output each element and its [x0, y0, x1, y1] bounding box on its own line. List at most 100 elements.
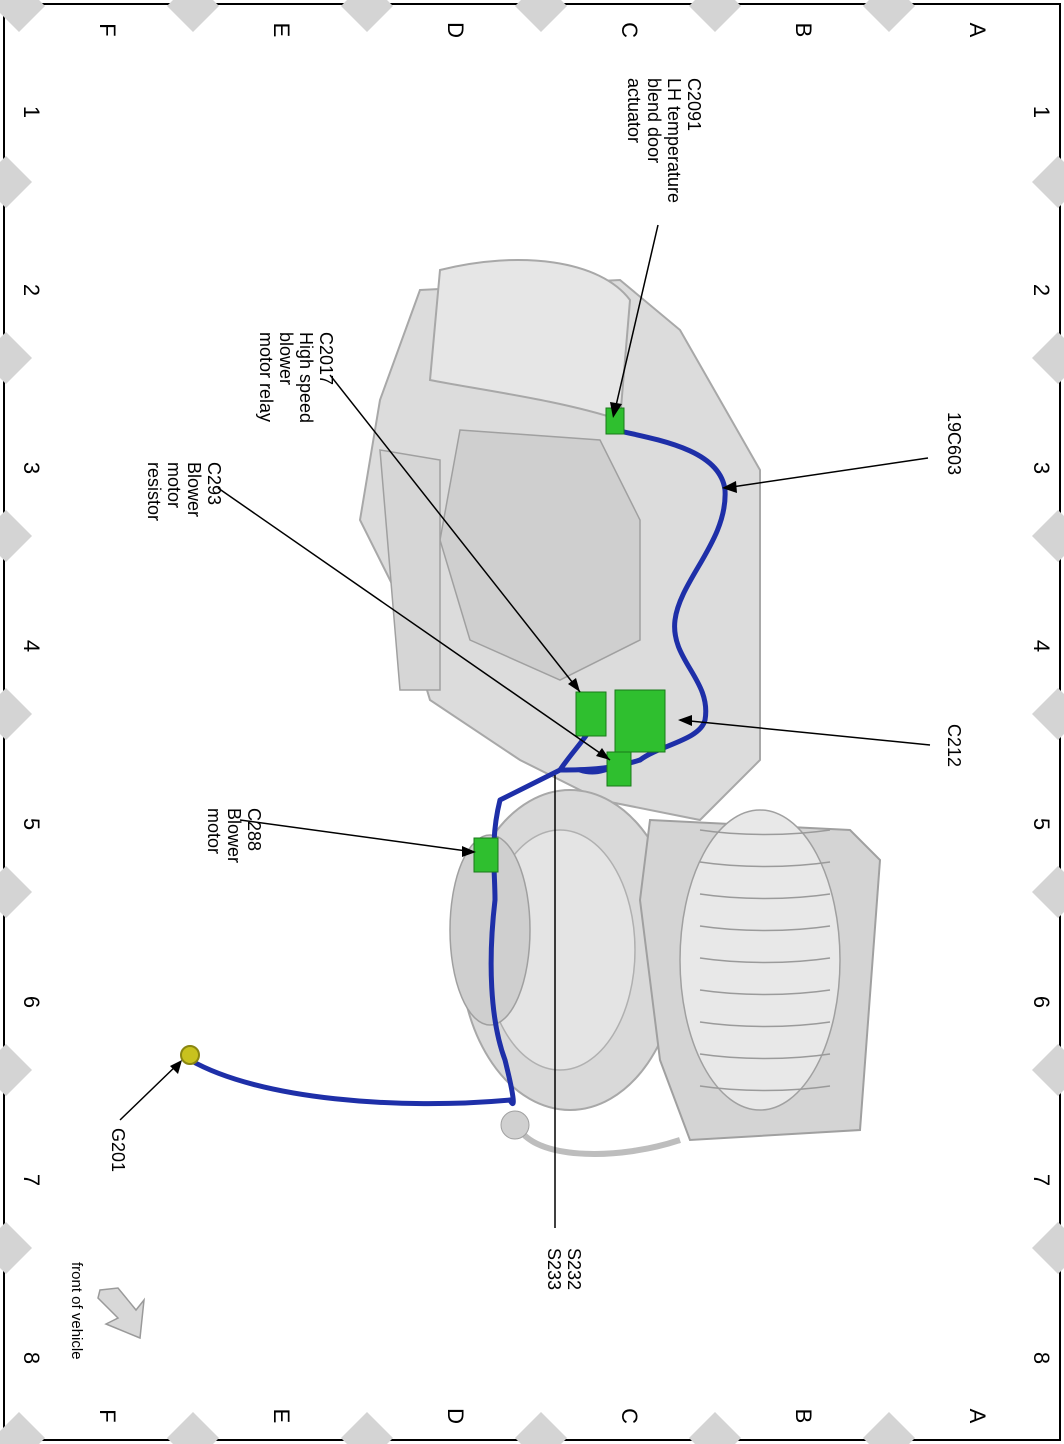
border-diamond-right-3 — [1032, 688, 1064, 740]
front-arrow-icon — [97, 1287, 146, 1340]
border-diamond-bottom-5 — [0, 1412, 45, 1444]
grid-number-left-6: 6 — [19, 996, 44, 1008]
drain-grommet — [500, 1110, 530, 1140]
connector-c293 — [606, 751, 632, 787]
grid-letter-top-D: D — [443, 22, 468, 38]
grille-rib-5 — [699, 989, 831, 996]
grid-letter-bottom-A: A — [965, 1409, 990, 1424]
border-diamond-right-4 — [1032, 866, 1064, 918]
grid-letter-bottom-C: C — [617, 1408, 642, 1424]
grille-rib-0 — [699, 829, 831, 836]
harness-19c603 — [612, 427, 728, 763]
border-diamond-left-3 — [0, 688, 32, 740]
grid-number-left-2: 2 — [19, 284, 44, 296]
grid-letter-bottom-B: B — [791, 1409, 816, 1424]
leader-c212 — [679, 719, 931, 746]
grid-letter-top-C: C — [617, 22, 642, 38]
border-diamond-left-2 — [0, 510, 32, 562]
border-diamond-right-6 — [1032, 1222, 1064, 1274]
connectors — [180, 407, 666, 1065]
label-g201: G201 — [108, 1128, 128, 1172]
grille-rib-7 — [699, 1053, 831, 1060]
grid-letter-top-F: F — [95, 23, 120, 36]
grid-number-right-8: 8 — [1029, 1352, 1054, 1364]
leader-c2017 — [329, 374, 581, 693]
leader-g201 — [119, 1061, 181, 1121]
border-diamond-top-5 — [0, 0, 45, 32]
border-diamond-left-6 — [0, 1222, 32, 1274]
heater-case-panel — [439, 429, 641, 681]
inlet-grille — [679, 809, 841, 1111]
border-diamond-bottom-3 — [341, 1412, 393, 1444]
grille-rib-4 — [699, 957, 831, 964]
label-s232: S232 S233 — [544, 1248, 584, 1295]
grid-letter-bottom-F: F — [95, 1409, 120, 1422]
grille-rib-3 — [699, 925, 831, 932]
grid-number-right-2: 2 — [1029, 284, 1054, 296]
grille-rib-1 — [699, 861, 831, 868]
border-diamond-bottom-4 — [167, 1412, 219, 1444]
leader-lines — [119, 224, 931, 1228]
border-diamond-top-0 — [863, 0, 915, 32]
border-diamond-top-4 — [167, 0, 219, 32]
label-c2017: C2017 High speed blower motor relay — [256, 332, 336, 428]
label-19c603: 19C603 — [944, 412, 964, 475]
grid-letter-top-E: E — [269, 23, 294, 38]
grille-rib-6 — [699, 1021, 831, 1028]
border-diamond-right-2 — [1032, 510, 1064, 562]
grid-number-left-4: 4 — [19, 640, 44, 652]
arrowhead-c293 — [596, 748, 610, 760]
harness-ground — [187, 1057, 513, 1107]
front-of-vehicle-indicator: front of vehicle — [68, 1262, 146, 1360]
connector-c2017 — [575, 691, 607, 737]
leader-c288 — [239, 819, 475, 853]
heater-case-top — [428, 259, 632, 422]
grid-number-right-5: 5 — [1029, 818, 1054, 830]
border-diamond-right-5 — [1032, 1044, 1064, 1096]
arrowhead-c2017 — [568, 678, 580, 692]
label-front-of-vehicle: front of vehicle — [68, 1262, 85, 1360]
border-diamond-right-0 — [1032, 156, 1064, 208]
border-diamond-top-1 — [689, 0, 741, 32]
border-diamond-left-0 — [0, 156, 32, 208]
grid-number-left-8: 8 — [19, 1352, 44, 1364]
grid-number-left-5: 5 — [19, 818, 44, 830]
grille-rib-8 — [699, 1085, 831, 1092]
leader-c2091 — [614, 224, 659, 411]
label-c293: C293 Blower motor resistor — [144, 462, 224, 522]
border-diamond-top-3 — [341, 0, 393, 32]
arrowhead-c288 — [462, 846, 476, 857]
border-diamond-bottom-1 — [689, 1412, 741, 1444]
border-diamond-left-4 — [0, 866, 32, 918]
label-c288: C288 Blower motor — [204, 808, 264, 868]
inlet-grille-lines — [699, 829, 831, 1092]
label-c2091: C2091 LH temperature blend door actuator — [624, 78, 704, 208]
grid-letter-bottom-D: D — [443, 1408, 468, 1424]
border-diamond-left-5 — [0, 1044, 32, 1096]
connector-c288 — [473, 837, 499, 873]
grid-letter-bottom-E: E — [269, 1409, 294, 1424]
drain-tube — [517, 1128, 681, 1157]
grid-letters-bottom: A B C D E F — [95, 1408, 990, 1424]
ground-lug-g201 — [180, 1045, 200, 1065]
connector-c212 — [614, 689, 666, 753]
grid-number-left-1: 1 — [19, 106, 44, 118]
hvac-housing — [358, 259, 882, 1157]
grid-number-right-4: 4 — [1029, 640, 1054, 652]
border-diamond-right-1 — [1032, 332, 1064, 384]
grid-letter-top-A: A — [965, 23, 990, 38]
border-diamond-bottom-0 — [863, 1412, 915, 1444]
border-diamond-left-1 — [0, 332, 32, 384]
leader-c293 — [217, 487, 611, 761]
border-diamond-top-2 — [515, 0, 567, 32]
leader-19c603 — [724, 457, 929, 489]
grid-number-left-7: 7 — [19, 1174, 44, 1186]
grid-number-right-6: 6 — [1029, 996, 1054, 1008]
arrowhead-g201 — [170, 1060, 182, 1074]
arrowhead-c2091 — [610, 402, 622, 418]
arrowheads — [170, 402, 737, 1074]
